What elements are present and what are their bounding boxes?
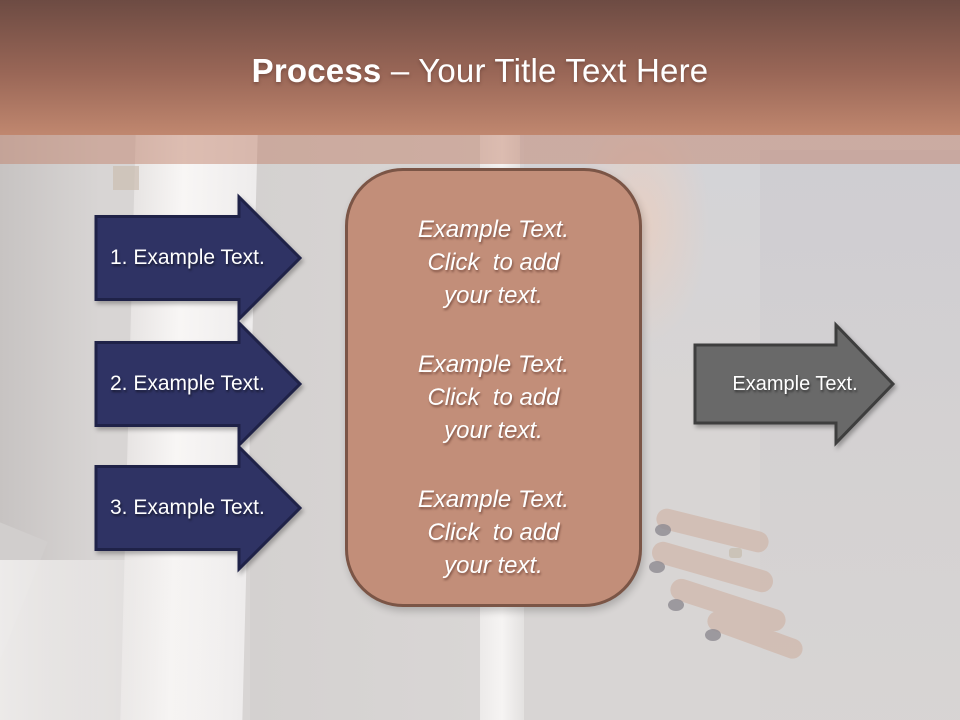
right-arrow-shape bbox=[693, 321, 896, 447]
title-band-reflection bbox=[0, 135, 960, 164]
photo-fingernail bbox=[668, 599, 684, 611]
step-arrow-2[interactable]: 2. Example Text. bbox=[94, 319, 303, 449]
slide-title: Process – Your Title Text Here bbox=[0, 52, 960, 90]
photo-fingernail bbox=[649, 561, 665, 573]
title-band: Process – Your Title Text Here bbox=[0, 0, 960, 135]
title-rest: Your Title Text Here bbox=[418, 52, 709, 89]
panel-text-block-2[interactable]: Example Text. Click to add your text. bbox=[417, 351, 570, 444]
step-arrow-3[interactable]: 3. Example Text. bbox=[94, 443, 303, 573]
step-label-1: 1. Example Text. bbox=[110, 246, 265, 269]
right-arrow-shape bbox=[94, 319, 303, 449]
photo-corner-highlight bbox=[0, 560, 240, 720]
photo-fingernail bbox=[655, 524, 671, 536]
result-arrow[interactable]: Example Text. bbox=[693, 321, 896, 447]
right-arrow-shape bbox=[94, 443, 303, 573]
photo-ring bbox=[729, 548, 742, 558]
photo-fingernail bbox=[705, 629, 721, 641]
panel-text-block-1[interactable]: Example Text. Click to add your text. bbox=[417, 216, 570, 309]
photo-wall-switch bbox=[113, 166, 139, 190]
panel-text-block-3[interactable]: Example Text. Click to add your text. bbox=[417, 486, 570, 579]
title-keyword: Process bbox=[251, 52, 382, 89]
result-arrow-label: Example Text. bbox=[732, 372, 858, 395]
step-label-3: 3. Example Text. bbox=[110, 496, 265, 519]
right-arrow-shape bbox=[94, 193, 303, 323]
center-text-panel[interactable]: Example Text. Click to add your text. Ex… bbox=[345, 168, 642, 607]
step-label-2: 2. Example Text. bbox=[110, 372, 265, 395]
step-arrow-1[interactable]: 1. Example Text. bbox=[94, 193, 303, 323]
title-separator: – bbox=[390, 52, 410, 89]
photo-clothing-area bbox=[760, 150, 960, 720]
